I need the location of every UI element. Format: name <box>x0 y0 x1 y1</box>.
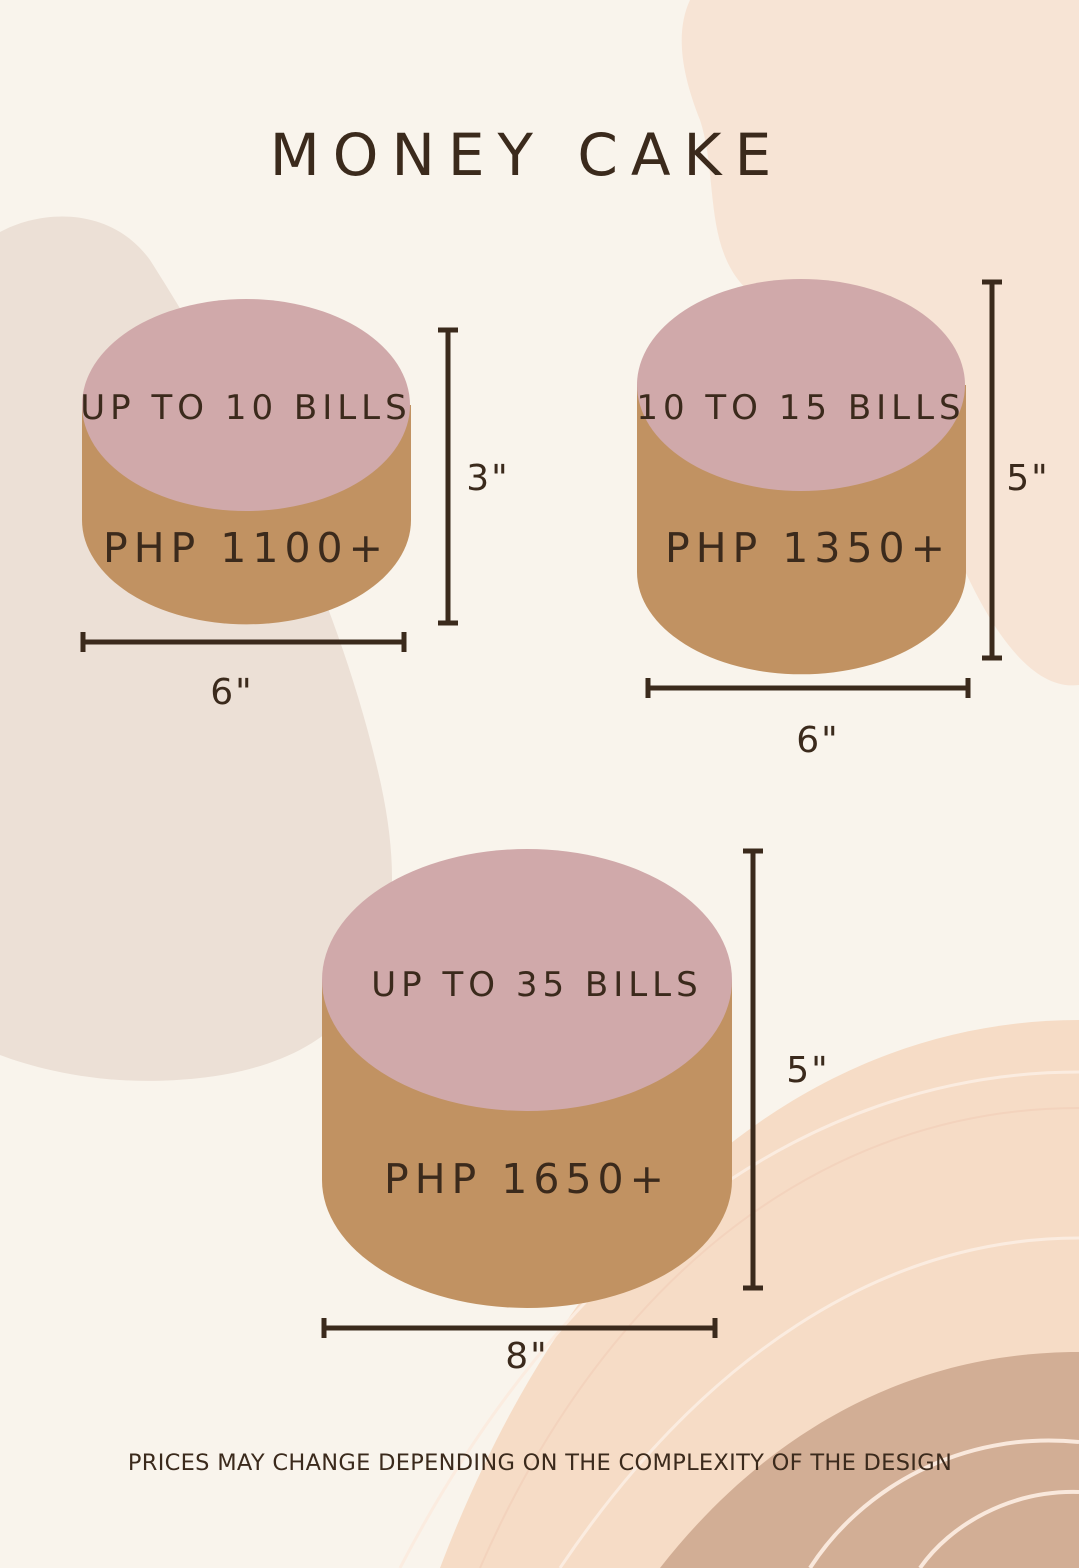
width-dimension-line <box>80 632 407 652</box>
height-dimension-line <box>982 279 1002 661</box>
cake-top <box>637 279 965 491</box>
width-label: 6" <box>210 672 253 713</box>
bills-label: UP TO 35 BILLS <box>371 965 702 1005</box>
price-label: PHP 1650+ <box>384 1155 670 1203</box>
bills-label: 10 TO 15 BILLS <box>636 388 965 428</box>
width-label: 8" <box>505 1336 548 1377</box>
cake-top <box>322 849 732 1111</box>
width-dimension-line <box>645 678 971 698</box>
height-label: 5" <box>1006 458 1049 499</box>
price-label: PHP 1100+ <box>103 524 389 572</box>
height-label: 3" <box>466 458 509 499</box>
width-dimension-line <box>321 1318 718 1338</box>
cake-card-small: UP TO 10 BILLS PHP 1100+ 3" 6" <box>80 299 509 713</box>
width-label: 6" <box>796 720 839 761</box>
height-dimension-line <box>743 848 763 1291</box>
height-label: 5" <box>786 1050 829 1091</box>
bottom-arcs <box>398 1020 1079 1568</box>
price-label: PHP 1350+ <box>665 524 951 572</box>
cake-top <box>82 299 410 511</box>
footnote-text: PRICES MAY CHANGE DEPENDING ON THE COMPL… <box>128 1450 952 1476</box>
cake-card-large: UP TO 35 BILLS PHP 1650+ 5" 8" <box>321 848 829 1377</box>
page-title: MONEY CAKE <box>270 121 784 189</box>
cake-card-medium: 10 TO 15 BILLS PHP 1350+ 5" 6" <box>636 279 1049 761</box>
height-dimension-line <box>438 327 458 626</box>
bills-label: UP TO 10 BILLS <box>80 388 411 428</box>
